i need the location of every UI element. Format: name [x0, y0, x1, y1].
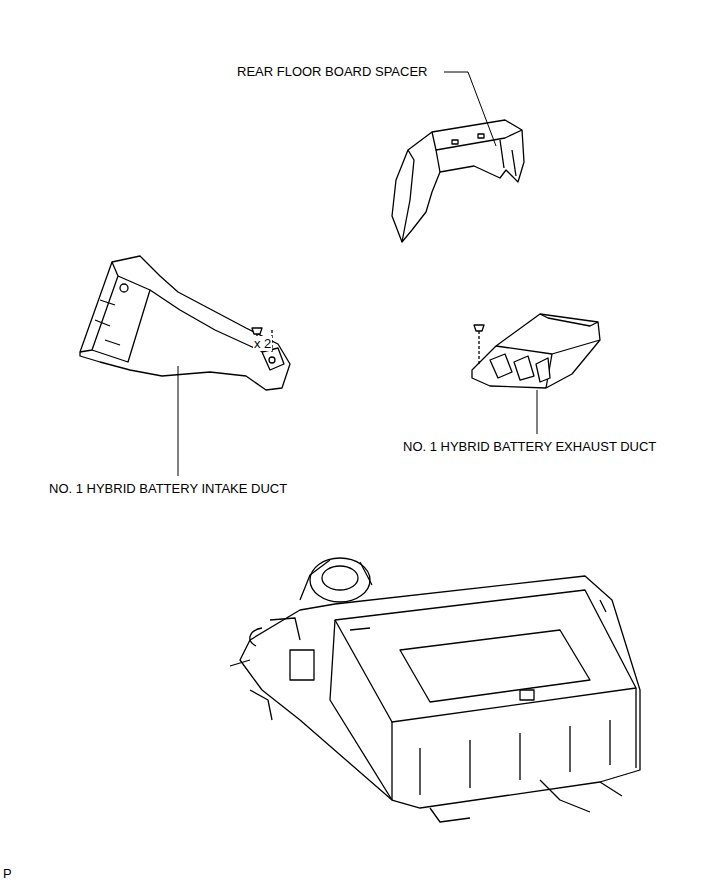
- label-text: NO. 1 HYBRID BATTERY INTAKE DUCT: [48, 481, 288, 496]
- label-text: REAR FLOOR BOARD SPACER: [236, 64, 428, 79]
- part-name: REAR FLOOR BOARD SPACER: [236, 64, 428, 79]
- label-text: P: [2, 866, 13, 881]
- bolt-symbol: [252, 328, 272, 352]
- spacer-drawing: [392, 120, 524, 242]
- quantity-note: x 2: [253, 336, 272, 351]
- label-text: x 2: [253, 336, 272, 351]
- figure-code: P: [2, 866, 13, 881]
- battery-drawing: [230, 558, 640, 822]
- label-text: NO. 1 HYBRID BATTERY EXHAUST DUCT: [402, 439, 657, 454]
- exhaust-duct-drawing: [472, 314, 600, 388]
- leader-line: [178, 72, 537, 476]
- part-name: NO. 1 HYBRID BATTERY EXHAUST DUCT: [402, 439, 657, 454]
- intake-duct-drawing: [80, 256, 290, 390]
- part-name: NO. 1 HYBRID BATTERY INTAKE DUCT: [48, 481, 288, 496]
